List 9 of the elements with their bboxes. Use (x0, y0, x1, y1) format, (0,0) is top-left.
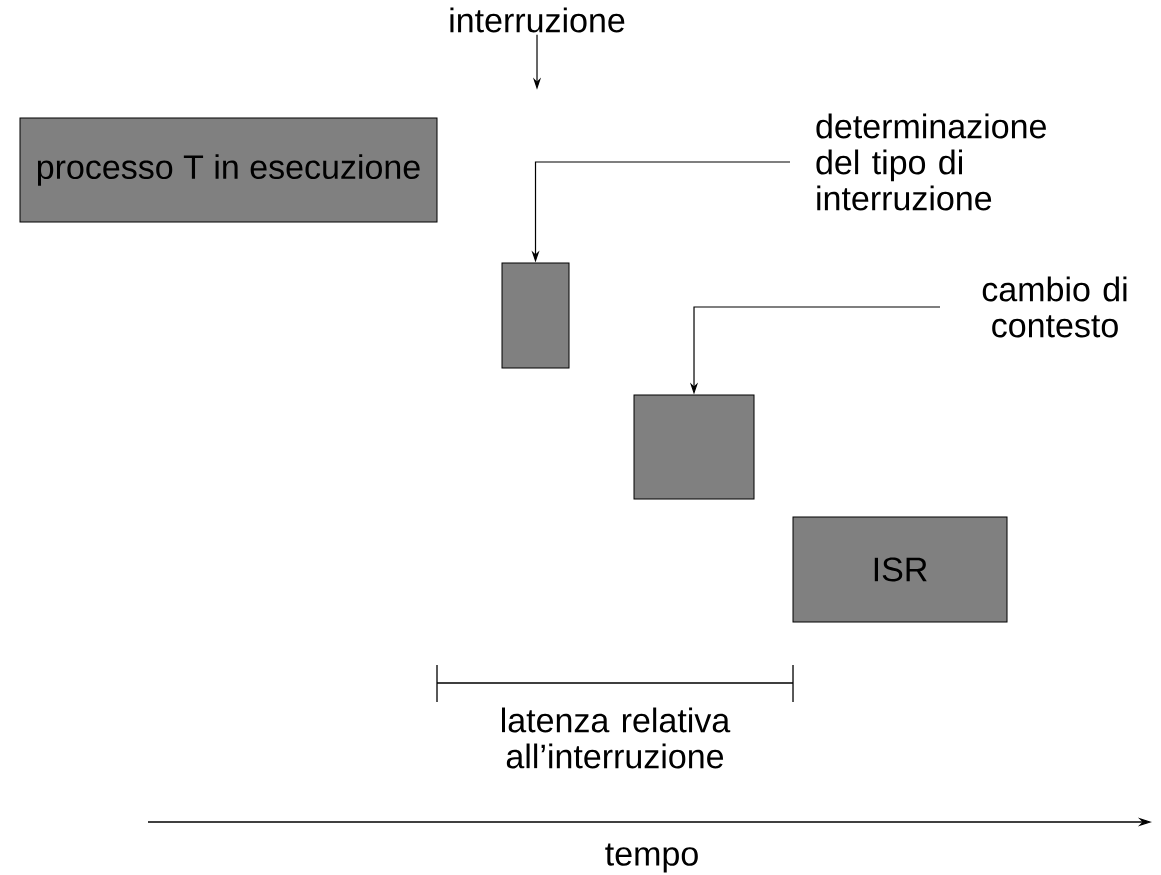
process-box: ISR (792, 516, 1008, 623)
callout-text: determinazione del tipo di interruzione (816, 113, 1046, 211)
axis-label: tempo (605, 843, 698, 873)
process-box: processo T in esecuzione (19, 117, 438, 223)
process-box (501, 262, 570, 369)
callout-text: cambio di contesto (982, 276, 1127, 338)
event-label: interruzione (450, 7, 625, 33)
process-box (633, 394, 755, 500)
dimension-label: latenza relativa all’interruzione (502, 707, 731, 769)
